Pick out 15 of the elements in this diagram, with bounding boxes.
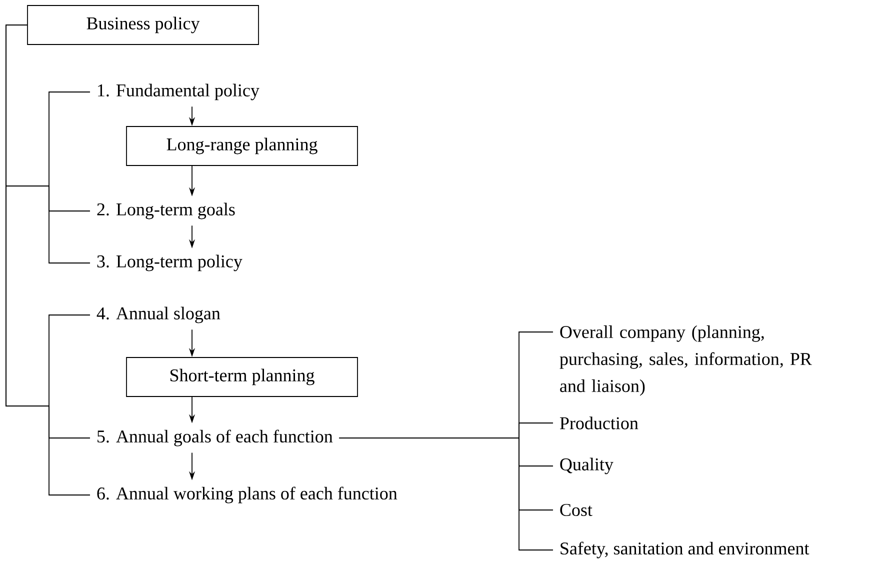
item-text: 6. Annual working plans of each function [97, 486, 398, 504]
framed-box: Business policy [27, 5, 259, 45]
item-text: Overall company (planning, purchasing, sales, information, PR and liaison) [560, 325, 812, 396]
item-text: Cost [560, 504, 592, 516]
process-box: Long-range planning [126, 126, 358, 166]
item-text: 3. Long-term policy [97, 254, 242, 272]
item-text: 1. Fundamental policy [98, 84, 260, 100]
item-text: Quality [560, 458, 614, 474]
process-box: Short-term planning [126, 357, 358, 397]
bracket-line [338, 438, 554, 550]
item-text: 4. Annual slogan [96, 306, 220, 324]
item-text: Production [560, 416, 638, 430]
item-text: 5. Annual goals of each function [98, 430, 333, 446]
item-text: Safety, sanitation and environment [560, 542, 810, 558]
item-text: 2. Long-term goals [97, 202, 235, 220]
